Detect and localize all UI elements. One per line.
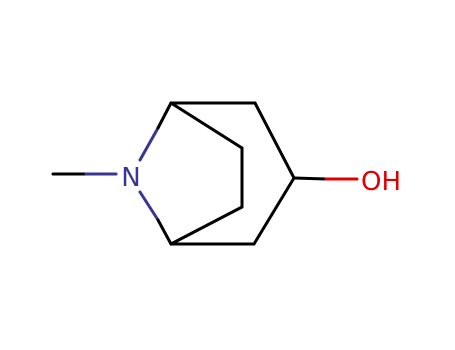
c1-c7-bond [169,101,244,150]
c3-o-bond-carbon-half [292,176,328,181]
c6-c5-bond [169,205,244,246]
bonds [51,101,359,246]
n-c5-bond-carbon-half [156,218,173,246]
n-c1-bond-carbon-half [156,101,173,130]
hydroxyl-group-label: OH [361,167,401,197]
n-c5-bond-nitrogen-half [138,190,160,222]
c2-c3-bond [253,101,296,180]
c3-c4-bond [252,176,296,246]
n-c1-bond-nitrogen-half [138,126,160,162]
nitrogen-atom-label: N [121,163,140,193]
